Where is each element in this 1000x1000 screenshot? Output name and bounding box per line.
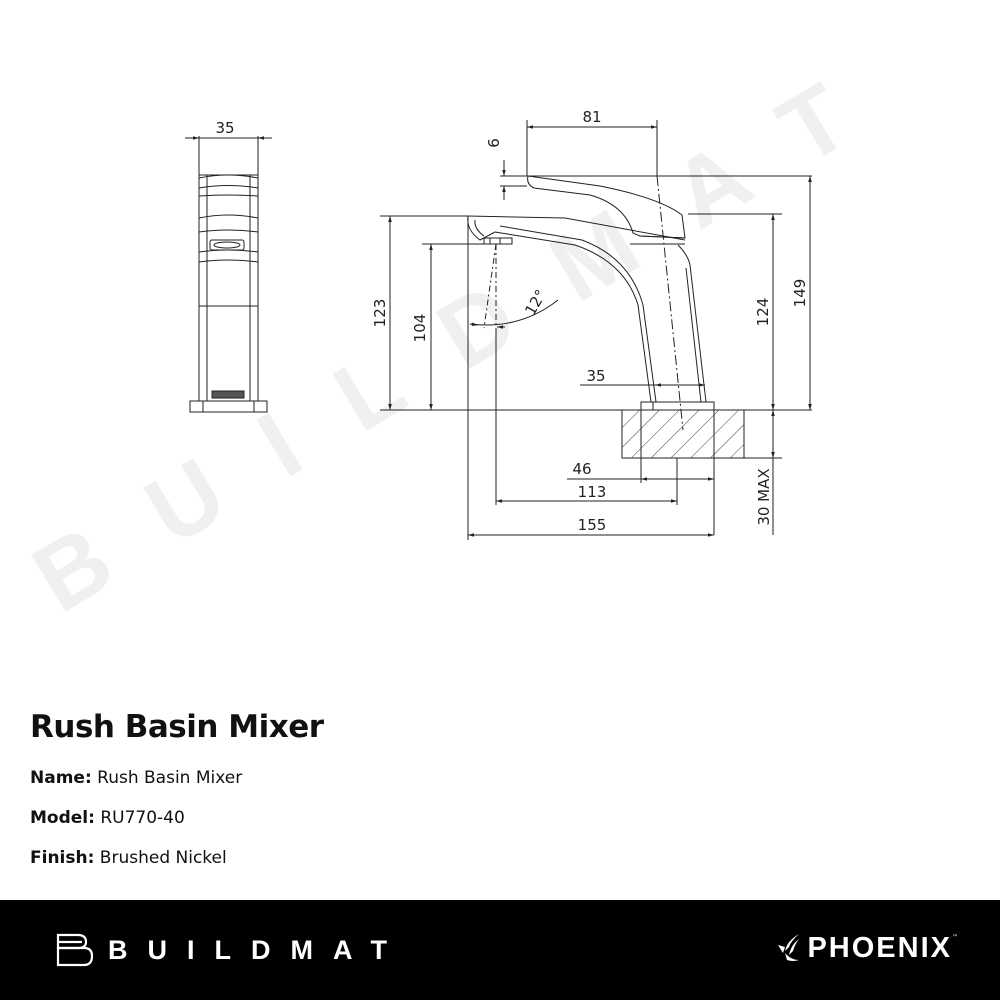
- buildmat-logo: BUILDMAT: [54, 930, 407, 970]
- side-view: [185, 136, 272, 413]
- dim-body-diameter: 35: [586, 367, 605, 385]
- buildmat-b-icon: [56, 933, 94, 967]
- spec-value: Rush Basin Mixer: [97, 768, 243, 788]
- spec-finish: Finish: Brushed Nickel: [30, 848, 324, 868]
- spec-value: RU770-40: [100, 808, 185, 828]
- phoenix-wordmark: PHOENIX: [807, 931, 952, 964]
- dim-lever-rise: 6: [485, 138, 503, 148]
- trademark-symbol: ™: [952, 934, 958, 941]
- dim-base-diameter: 46: [572, 460, 591, 478]
- phoenix-wing-icon: [778, 934, 800, 961]
- front-view: [380, 120, 812, 540]
- dim-overall-length: 155: [578, 516, 607, 534]
- spec-label: Model:: [30, 808, 95, 828]
- dim-lever-reach: 81: [582, 108, 601, 126]
- footer-bar: BUILDMAT PHOENIX ™: [0, 900, 1000, 1000]
- spec-name: Name: Rush Basin Mixer: [30, 768, 324, 788]
- dim-outlet-height: 104: [411, 314, 429, 343]
- dim-bench-thickness: 30 MAX: [755, 468, 773, 525]
- spec-value: Brushed Nickel: [99, 848, 227, 868]
- side-width-dim: 35: [215, 119, 234, 137]
- buildmat-wordmark: BUILDMAT: [108, 934, 407, 965]
- technical-drawing: 35: [185, 108, 812, 540]
- spec-label: Name:: [30, 768, 92, 788]
- dim-max-height: 149: [791, 279, 809, 308]
- product-title: Rush Basin Mixer: [30, 709, 324, 745]
- product-info: Rush Basin Mixer Name: Rush Basin Mixer …: [30, 706, 324, 868]
- dim-spout-angle: 12°: [521, 286, 550, 318]
- spec-label: Finish:: [30, 848, 95, 868]
- dim-lever-top-height: 124: [754, 298, 772, 327]
- dim-outlet-reach: 113: [578, 483, 607, 501]
- spec-model: Model: RU770-40: [30, 808, 324, 828]
- dim-overall-height: 123: [371, 299, 389, 328]
- phoenix-logo: PHOENIX ™: [777, 928, 958, 968]
